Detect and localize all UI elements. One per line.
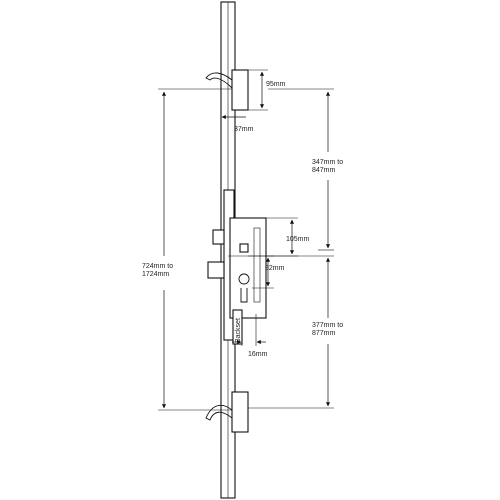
dimension-hook-depth: 37mm [220, 112, 254, 133]
label-hook-height: 95mm [266, 81, 286, 88]
dimension-backset: Backset 16mm [232, 309, 268, 358]
upper-hook-bolt [205, 69, 249, 111]
label-hook-depth: 37mm [234, 126, 254, 133]
dimension-hook-height: 95mm [248, 69, 286, 111]
label-centre-square: 105mm [286, 236, 310, 243]
lower-hook-bolt [205, 391, 249, 433]
label-centre-cylinder: 92mm [265, 265, 285, 272]
centre-gearbox [207, 189, 267, 341]
dimension-centre-square: 105mm [266, 217, 310, 257]
label-backset-tag: Backset [235, 318, 242, 343]
label-backset: 16mm [248, 351, 268, 358]
